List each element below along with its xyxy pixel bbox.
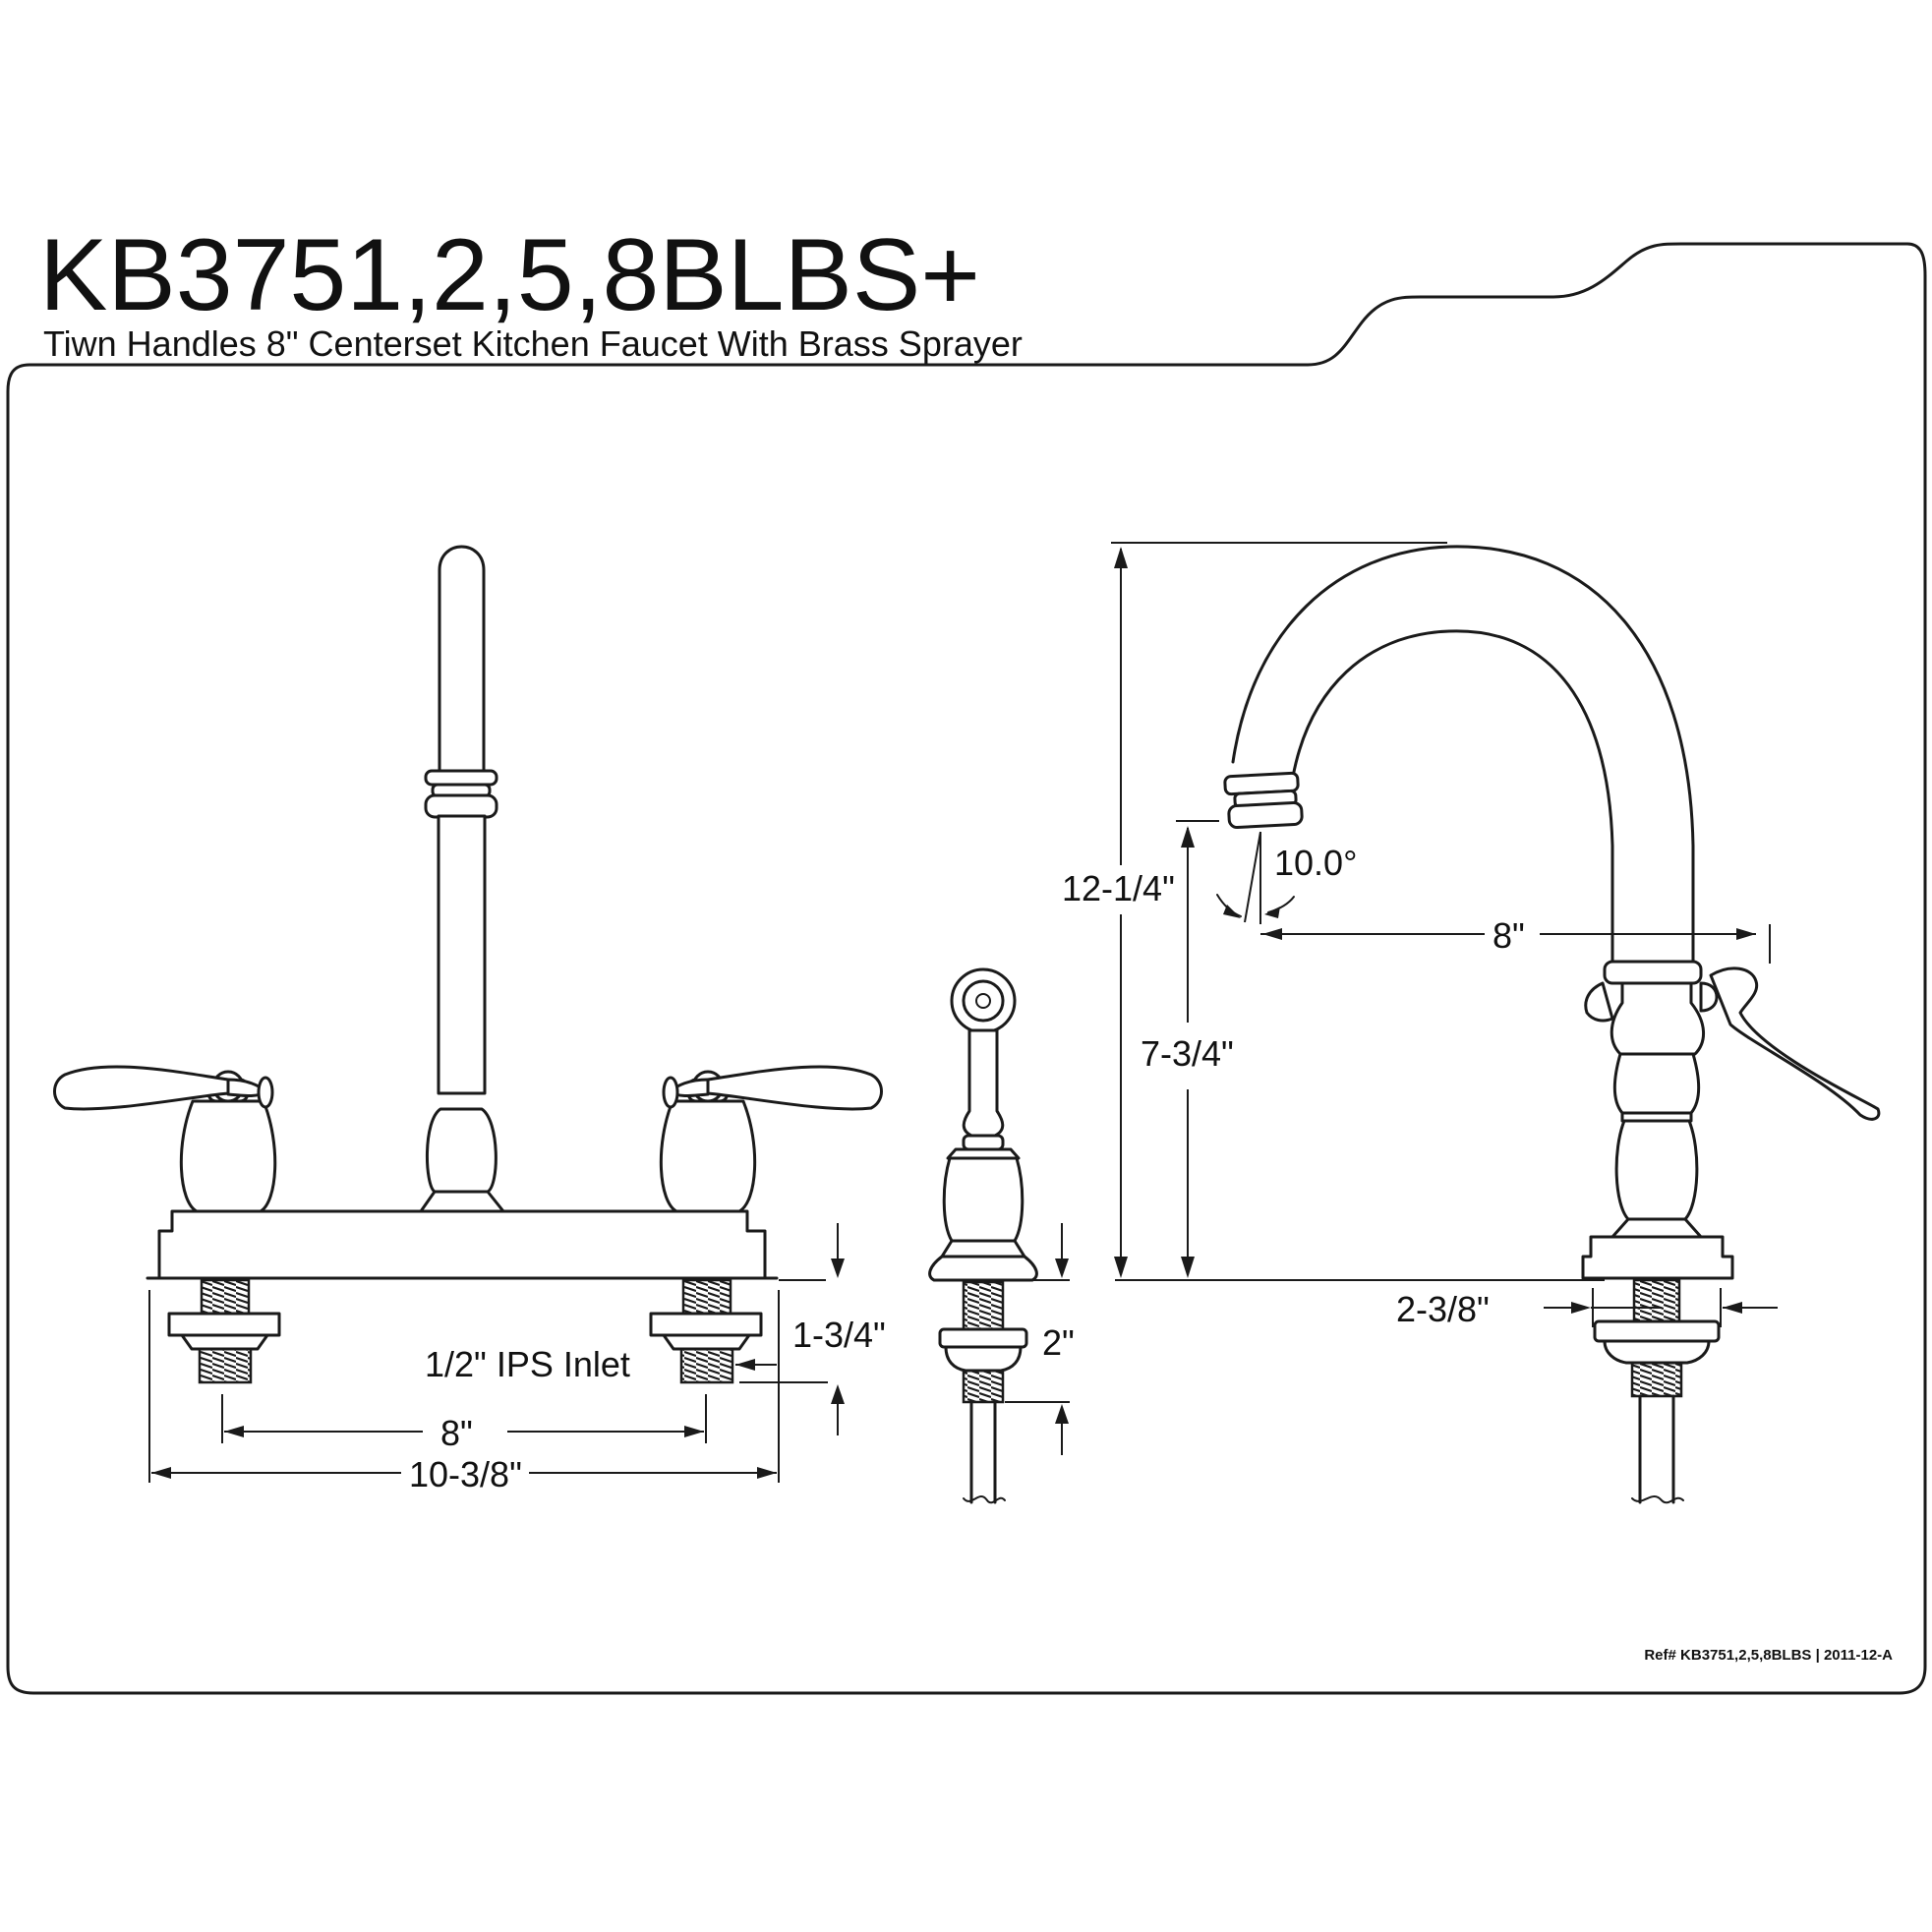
- spout-height-label: 7-3/4": [1141, 1033, 1234, 1074]
- base-depth-label: 2-3/8": [1396, 1289, 1490, 1329]
- deck-height-label: 1-3/4": [792, 1315, 886, 1355]
- front-view-dimensions: 1-3/4" 1/2" IPS Inlet 8" 10-3/8": [148, 1223, 886, 1494]
- model-number: KB3751,2,5,8BLBS+: [39, 218, 980, 332]
- sheet-border: [6, 242, 1927, 1695]
- overall-width-label: 10-3/8": [409, 1454, 522, 1494]
- total-height-label: 12-1/4": [1062, 868, 1175, 908]
- center-spread-label: 8": [440, 1413, 473, 1453]
- sprayer-assembly: 2": [928, 967, 1075, 1504]
- sprayer-height-label: 2": [1042, 1322, 1075, 1363]
- side-view-faucet: [1223, 545, 1881, 1504]
- spout-angle-label: 10.0°: [1274, 843, 1357, 883]
- side-view-dimensions: 12-1/4" 7-3/4" 10.0° 8" 2-3/8": [1062, 542, 1778, 1329]
- reference-code: Ref# KB3751,2,5,8BLBS | 2011-12-A: [1644, 1647, 1893, 1664]
- spout-reach-label: 8": [1493, 915, 1525, 956]
- front-view-faucet: [53, 545, 883, 1384]
- inlet-label: 1/2" IPS Inlet: [425, 1344, 630, 1384]
- product-subtitle: Tiwn Handles 8" Centerset Kitchen Faucet…: [43, 323, 1023, 364]
